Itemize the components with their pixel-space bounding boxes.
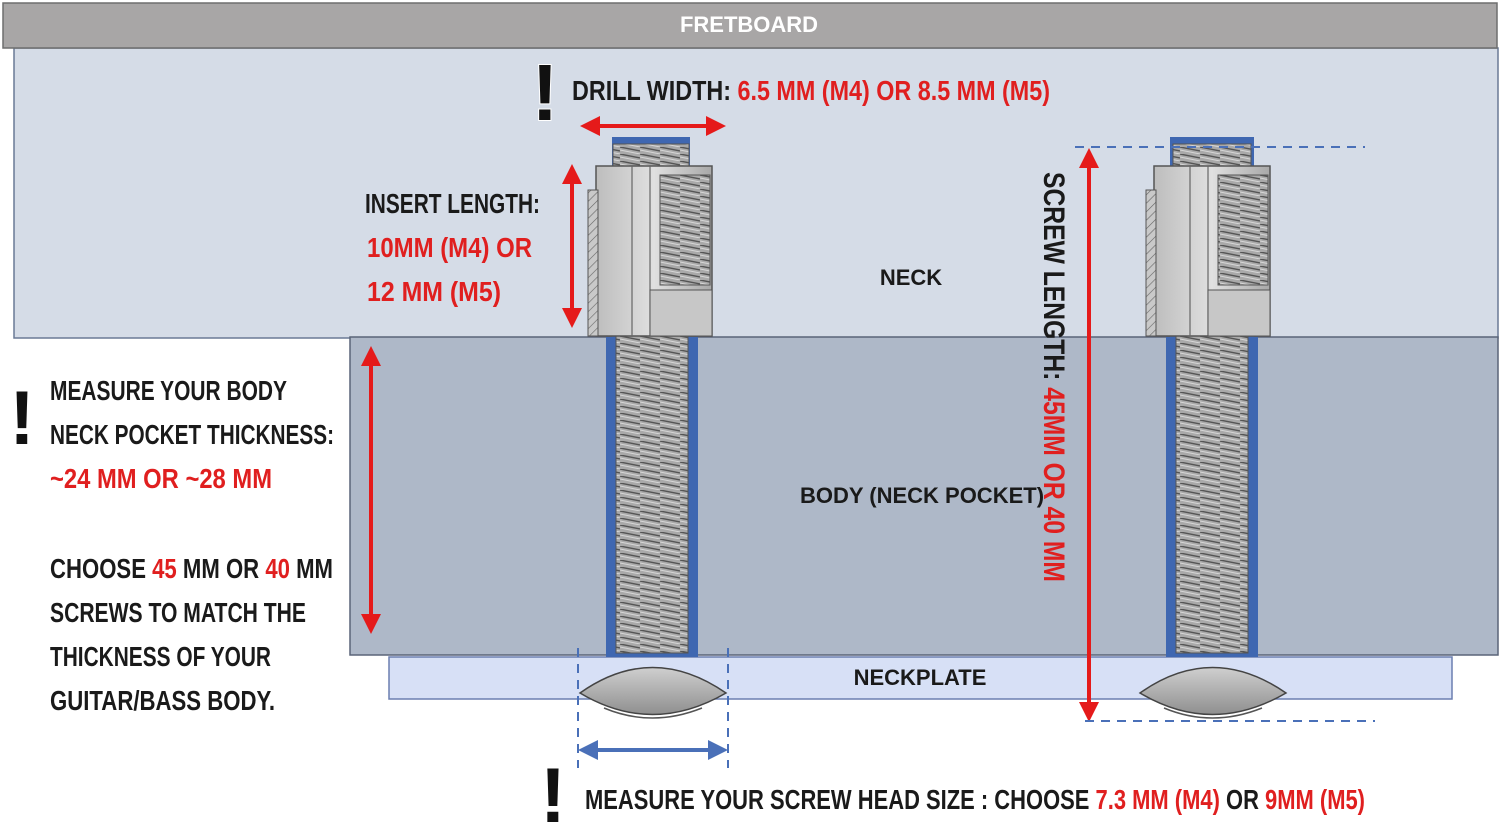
screw-length-caption: SCREW LENGTH: 45MM OR 40 MM xyxy=(1037,172,1070,582)
exclamation-icon: ! xyxy=(532,48,559,137)
choose-line-4: GUITAR/BASS BODY. xyxy=(50,685,275,716)
choose-line-1: CHOOSE 45 MM OR 40 MM xyxy=(50,553,333,584)
fretboard xyxy=(2,2,1498,49)
choose-line-2: SCREWS TO MATCH THE xyxy=(50,597,306,628)
screw-assembly-right xyxy=(1138,137,1288,719)
exclamation-icon: ! xyxy=(9,376,34,461)
head-size-value-m4: 7.3 MM (M4) xyxy=(1096,784,1220,815)
threaded-insert xyxy=(1145,143,1271,337)
screw-head xyxy=(1138,666,1288,719)
insert-length-title: INSERT LENGTH: xyxy=(365,188,540,219)
choose-value-45: 45 xyxy=(152,553,177,584)
choose-line-3: THICKNESS OF YOUR xyxy=(50,641,271,672)
choose-value-40: 40 xyxy=(265,553,290,584)
neck-label: NECK xyxy=(880,265,942,290)
insert-length-value-2: 12 MM (M5) xyxy=(367,276,501,307)
drill-width-value: 6.5 MM (M4) OR 8.5 MM (M5) xyxy=(738,75,1050,106)
screw-length-value: 45MM OR 40 MM xyxy=(1037,387,1070,582)
screw-shank xyxy=(615,334,689,654)
head-size-prefix: MEASURE YOUR SCREW HEAD SIZE : CHOOSE xyxy=(585,784,1096,815)
insert-length-value-1: 10MM (M4) OR xyxy=(367,232,532,263)
head-size-caption: MEASURE YOUR SCREW HEAD SIZE : CHOOSE 7.… xyxy=(585,784,1365,815)
pocket-line-1: MEASURE YOUR BODY xyxy=(50,375,287,406)
drill-width-prefix: DRILL WIDTH: xyxy=(572,75,738,106)
fretboard-label: FRETBOARD xyxy=(680,12,818,37)
body-label: BODY (NECK POCKET) xyxy=(800,483,1044,508)
drill-width-caption: DRILL WIDTH: 6.5 MM (M4) OR 8.5 MM (M5) xyxy=(572,75,1050,106)
screw-shank xyxy=(1175,334,1249,654)
screw-head xyxy=(578,666,728,719)
screw-length-prefix: SCREW LENGTH: xyxy=(1037,172,1070,387)
pocket-line-2: NECK POCKET THICKNESS: xyxy=(50,419,334,450)
threaded-insert xyxy=(587,143,713,337)
pocket-thickness-value: ~24 MM OR ~28 MM xyxy=(50,463,272,494)
screw-assembly-left xyxy=(578,137,728,719)
exclamation-icon: ! xyxy=(540,751,566,826)
head-size-value-m5: 9MM (M5) xyxy=(1265,784,1365,815)
neckplate-label: NECKPLATE xyxy=(854,665,987,690)
body-region xyxy=(349,336,1499,656)
